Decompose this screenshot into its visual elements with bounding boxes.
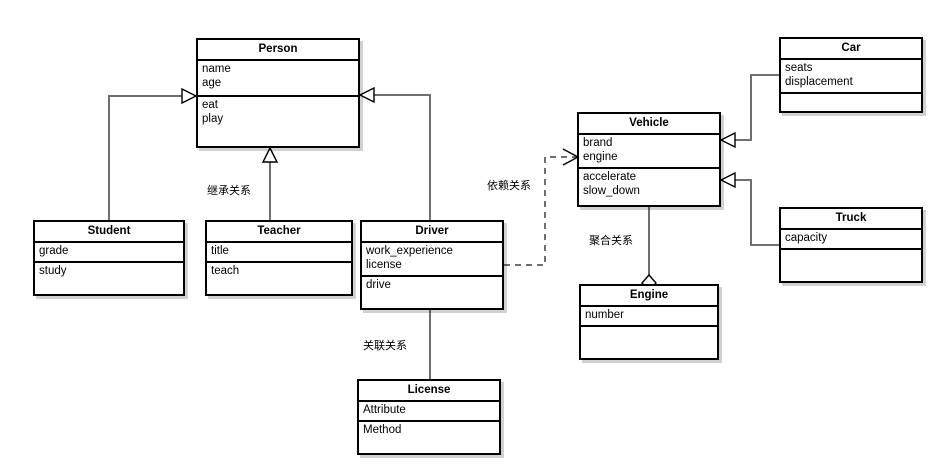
attribute-row: age bbox=[202, 77, 222, 89]
class-attributes-person: name age bbox=[198, 61, 358, 97]
class-name-engine: Engine bbox=[581, 286, 717, 307]
edge-truck-vehicle[interactable] bbox=[719, 171, 779, 246]
class-name-vehicle: Vehicle bbox=[579, 114, 719, 135]
attribute-row: work_experience bbox=[366, 245, 453, 257]
class-methods-car bbox=[781, 94, 921, 96]
class-box-vehicle[interactable]: Vehicle brand engine accelerate slow_dow… bbox=[577, 112, 721, 207]
edge-label-inheritance: 继承关系 bbox=[207, 184, 251, 197]
method-row: study bbox=[39, 265, 67, 277]
attribute-row: engine bbox=[583, 151, 618, 163]
class-name-driver: Driver bbox=[362, 222, 502, 243]
class-methods-license: Method bbox=[359, 422, 499, 438]
attribute-row: title bbox=[211, 245, 229, 257]
method-row: slow_down bbox=[583, 185, 640, 197]
class-box-license[interactable]: License Attribute Method bbox=[357, 379, 501, 455]
method-row: eat bbox=[202, 99, 218, 111]
class-attributes-driver: work_experience license bbox=[362, 243, 502, 277]
class-methods-truck bbox=[781, 250, 921, 252]
attribute-row: displacement bbox=[785, 76, 853, 88]
class-name-student: Student bbox=[35, 222, 183, 243]
edge-label-dependency: 依赖关系 bbox=[487, 179, 531, 192]
class-box-student[interactable]: Student grade study bbox=[33, 220, 185, 296]
attribute-row: license bbox=[366, 259, 402, 271]
class-box-truck[interactable]: Truck capacity bbox=[779, 207, 923, 283]
class-name-person: Person bbox=[198, 40, 358, 61]
class-box-car[interactable]: Car seats displacement bbox=[779, 37, 923, 113]
attribute-row: seats bbox=[785, 62, 813, 74]
class-attributes-vehicle: brand engine bbox=[579, 135, 719, 169]
attribute-row: number bbox=[585, 309, 624, 321]
class-name-license: License bbox=[359, 381, 499, 402]
method-row: drive bbox=[366, 279, 391, 291]
class-box-teacher[interactable]: Teacher title teach bbox=[205, 220, 353, 296]
class-name-truck: Truck bbox=[781, 209, 921, 230]
class-box-engine[interactable]: Engine number bbox=[579, 284, 719, 360]
class-name-teacher: Teacher bbox=[207, 222, 351, 243]
edge-student-person[interactable] bbox=[108, 87, 198, 220]
edge-vehicle-engine[interactable] bbox=[641, 207, 657, 293]
edge-car-vehicle[interactable] bbox=[719, 74, 779, 149]
class-attributes-truck: capacity bbox=[781, 230, 921, 250]
class-attributes-student: grade bbox=[35, 243, 183, 263]
edge-teacher-person[interactable] bbox=[261, 146, 279, 220]
edge-label-aggregation: 聚合关系 bbox=[589, 234, 633, 247]
class-methods-person: eat play bbox=[198, 97, 358, 127]
method-row: teach bbox=[211, 265, 240, 277]
edge-label-association: 关联关系 bbox=[363, 339, 407, 352]
attribute-row: grade bbox=[39, 245, 69, 257]
class-attributes-car: seats displacement bbox=[781, 60, 921, 94]
method-row: accelerate bbox=[583, 171, 637, 183]
class-attributes-license: Attribute bbox=[359, 402, 499, 422]
attribute-row: Attribute bbox=[363, 404, 406, 416]
class-box-person[interactable]: Person name age eat play bbox=[196, 38, 360, 148]
class-attributes-engine: number bbox=[581, 307, 717, 327]
method-row: Method bbox=[363, 424, 402, 436]
class-methods-vehicle: accelerate slow_down bbox=[579, 169, 719, 199]
attribute-row: name bbox=[202, 63, 231, 75]
class-box-driver[interactable]: Driver work_experience license drive bbox=[360, 220, 504, 310]
class-name-car: Car bbox=[781, 39, 921, 60]
class-methods-teacher: teach bbox=[207, 263, 351, 279]
attribute-row: capacity bbox=[785, 232, 828, 244]
edge-driver-vehicle[interactable] bbox=[504, 148, 580, 266]
class-attributes-teacher: title bbox=[207, 243, 351, 263]
method-row: play bbox=[202, 113, 224, 125]
class-methods-driver: drive bbox=[362, 277, 502, 293]
edge-driver-person[interactable] bbox=[358, 86, 431, 220]
attribute-row: brand bbox=[583, 137, 613, 149]
class-methods-engine bbox=[581, 327, 717, 329]
class-methods-student: study bbox=[35, 263, 183, 279]
